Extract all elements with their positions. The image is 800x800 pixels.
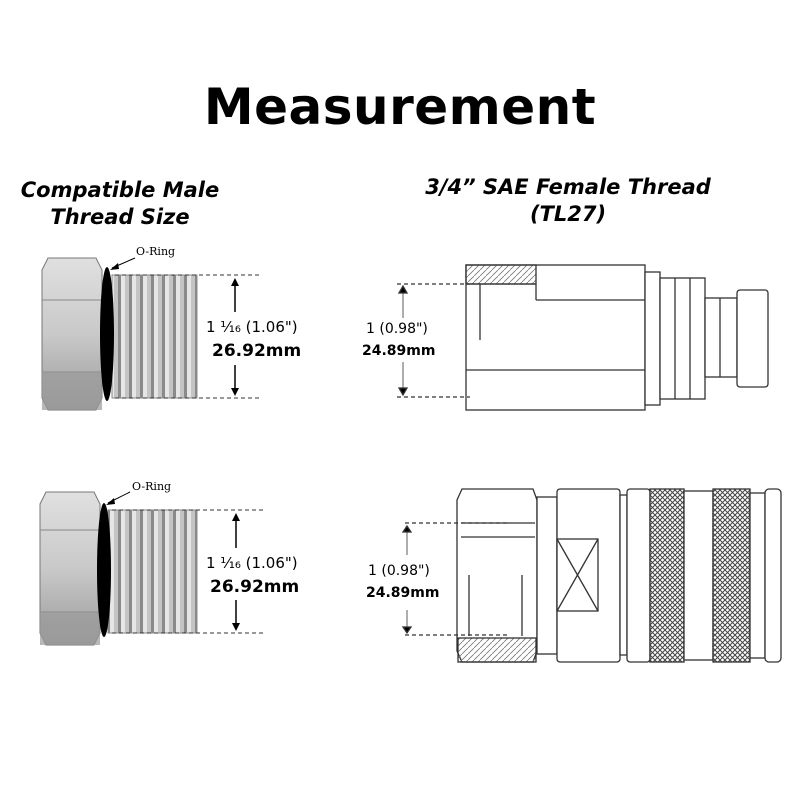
right-heading-line2: (TL27) [529,202,607,226]
male-fitting-top [41,257,262,411]
left-heading-line2: Thread Size [50,205,190,229]
male-dim-metric: 26.92mm [210,577,300,597]
left-heading-line1: Compatible Male [20,178,220,202]
right-heading: 3/4” SAE Female Thread (TL27) [418,174,718,228]
left-heading: Compatible Male Thread Size [0,177,240,231]
o-ring-label: O-Ring [136,245,176,258]
o-ring [97,503,111,637]
female-dim-metric: 24.89mm [366,585,440,601]
female-fitting-bottom [401,488,782,663]
male-dim-imperial: 1 ¹⁄₁₆ (1.06") [206,554,298,572]
male-dim-metric: 26.92mm [212,341,302,361]
female-dim-imperial: 1 (0.98") [368,563,430,579]
o-ring [100,267,114,401]
female-dim-metric: 24.89mm [362,343,436,359]
female-dim-imperial: 1 (0.98") [366,321,428,337]
male-dim-imperial: 1 ¹⁄₁₆ (1.06") [206,318,298,336]
right-heading-line1: 3/4” SAE Female Thread [425,175,711,199]
o-ring-label: O-Ring [132,480,172,493]
female-fitting-top [397,264,769,411]
page-title: Measurement [203,78,597,136]
male-fitting-bottom [39,491,265,646]
